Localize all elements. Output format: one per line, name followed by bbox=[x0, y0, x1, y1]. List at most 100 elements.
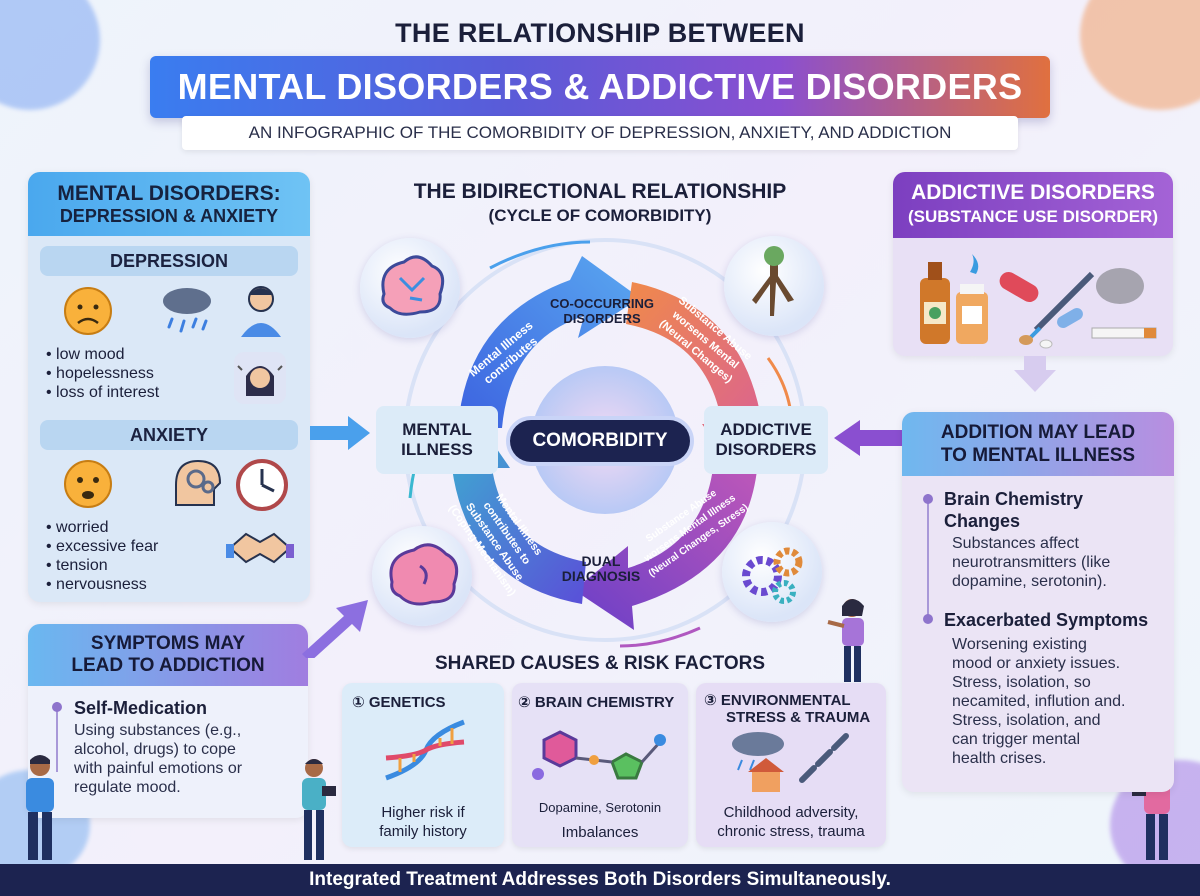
environment-description: Childhood adversity, chronic stress, tra… bbox=[696, 803, 886, 841]
head-gears-icon bbox=[175, 459, 222, 506]
text-line: mood or anxiety issues. bbox=[952, 655, 1121, 672]
symptoms-title: SYMPTOMS MAY LEAD TO ADDICTION bbox=[28, 624, 308, 686]
brain-chemistry-title: ② BRAIN CHEMISTRY bbox=[518, 694, 675, 711]
title-line: LEAD TO ADDICTION bbox=[71, 655, 265, 676]
molecule-icon bbox=[532, 730, 666, 780]
text-line: Childhood adversity, bbox=[723, 804, 859, 821]
exacerbated-symptoms-heading: Exacerbated Symptoms bbox=[944, 610, 1149, 630]
heading-line: Brain Chemistry bbox=[944, 489, 1084, 509]
title-line: ADDICTIVE DISORDERS bbox=[911, 181, 1155, 204]
text-line: Stress, isolation, and bbox=[952, 712, 1101, 729]
label-line: DISORDERS bbox=[715, 440, 817, 459]
title-line: ADDITION MAY LEAD bbox=[940, 422, 1136, 443]
shared-causes-title: SHARED CAUSES & RISK FACTORS bbox=[434, 653, 766, 674]
text-line: can trigger mental bbox=[952, 731, 1081, 748]
title-line: (SUBSTANCE USE DISORDER) bbox=[908, 207, 1158, 226]
list-item: nervousness bbox=[46, 575, 158, 594]
decor-blob bbox=[1080, 0, 1200, 110]
list-item: worried bbox=[46, 518, 158, 537]
header-subtitle: AN INFOGRAPHIC OF THE COMORBIDITY OF DEP… bbox=[182, 116, 1018, 150]
text-line: neurotransmitters (like bbox=[952, 554, 1111, 571]
genetics-card bbox=[342, 683, 504, 847]
cycle-title: THE BIDIRECTIONAL RELATIONSHIP (CYCLE OF… bbox=[340, 180, 860, 228]
arrow-down-icon bbox=[1014, 356, 1056, 392]
label-line: DUAL bbox=[581, 553, 621, 569]
self-medication-heading: Self-Medication bbox=[74, 698, 208, 718]
substances-icon bbox=[920, 254, 1157, 349]
title-line: TO MENTAL ILLNESS bbox=[940, 445, 1136, 466]
exacerbated-symptoms-body: Worsening existing mood or anxiety issue… bbox=[952, 635, 1125, 768]
sad-face-icon bbox=[64, 287, 112, 335]
title-line: STRESS & TRAUMA bbox=[726, 709, 871, 726]
list-item: loss of interest bbox=[46, 383, 159, 402]
title-line: THE BIDIRECTIONAL RELATIONSHIP bbox=[413, 180, 787, 203]
depression-symptoms-list: low mood hopelessness loss of interest bbox=[46, 345, 159, 402]
text-line: family history bbox=[379, 823, 467, 840]
timeline-dot bbox=[52, 702, 62, 712]
timeline-dot bbox=[923, 614, 933, 624]
text-line: health crises. bbox=[952, 750, 1047, 767]
text-line: Higher risk if bbox=[381, 804, 465, 821]
genetics-description: Higher risk if family history bbox=[342, 803, 504, 841]
label-line: ILLNESS bbox=[401, 440, 473, 459]
gears-icon bbox=[722, 522, 822, 622]
text-line: necamited, inflution and. bbox=[952, 693, 1126, 710]
list-item: excessive fear bbox=[46, 537, 158, 556]
anxious-face-icon bbox=[64, 460, 112, 508]
rain-cloud-icon bbox=[163, 288, 211, 333]
environment-card bbox=[696, 683, 886, 847]
sad-person-icon bbox=[241, 286, 281, 337]
label-line: CO-OCCURRING bbox=[550, 296, 654, 311]
brain-chemistry-heading: Brain Chemistry Changes bbox=[944, 488, 1083, 532]
depression-label: DEPRESSION bbox=[40, 246, 298, 276]
clock-icon bbox=[236, 459, 288, 511]
genetics-title: ① GENETICS bbox=[352, 694, 446, 711]
worried-woman-icon bbox=[234, 352, 286, 404]
brain-chemistry-card bbox=[512, 683, 688, 847]
arrow-left-icon bbox=[834, 420, 904, 456]
mental-illness-box: MENTAL ILLNESS bbox=[376, 406, 498, 474]
dual-diagnosis-label: DUAL DIAGNOSIS bbox=[546, 554, 656, 584]
imbalances-label: Imbalances bbox=[561, 824, 639, 841]
heading-line: Changes bbox=[944, 511, 1021, 531]
label-line: MENTAL bbox=[402, 420, 472, 439]
list-item: low mood bbox=[46, 345, 159, 364]
roots-icon bbox=[724, 236, 824, 336]
environment-title: ③ ENVIRONMENTAL STRESS & TRAUMA bbox=[704, 692, 870, 726]
timeline-line bbox=[56, 702, 58, 772]
title-line: DEPRESSION & ANXIETY bbox=[59, 205, 279, 226]
text-line: Substances affect bbox=[952, 535, 1079, 552]
label-line: DIAGNOSIS bbox=[561, 568, 641, 584]
footer-banner: Integrated Treatment Addresses Both Diso… bbox=[0, 864, 1200, 896]
person-illustration bbox=[302, 759, 336, 860]
anxiety-label: ANXIETY bbox=[40, 420, 298, 450]
title-line: SYMPTOMS MAY bbox=[90, 633, 246, 654]
person-illustration bbox=[827, 599, 864, 682]
storm-house-chain-icon bbox=[732, 732, 849, 792]
title-line: MENTAL DISORDERS: bbox=[57, 181, 281, 205]
addictive-disorders-title: ADDICTIVE DISORDERS (SUBSTANCE USE DISOR… bbox=[893, 172, 1173, 238]
addictive-disorders-box: ADDICTIVE DISORDERS bbox=[704, 406, 828, 474]
co-occurring-label: CO-OCCURRING DISORDERS bbox=[532, 296, 672, 326]
text-line: dopamine, serotonin). bbox=[952, 573, 1107, 590]
handshake-icon bbox=[226, 532, 294, 564]
text-line: Stress, isolation, so bbox=[952, 674, 1091, 691]
list-item: tension bbox=[46, 556, 158, 575]
text-line: Worsening existing bbox=[952, 636, 1087, 653]
header-kicker: THE RELATIONSHIP BETWEEN bbox=[395, 18, 805, 48]
mental-disorders-title: MENTAL DISORDERS: DEPRESSION & ANXIETY bbox=[28, 172, 310, 236]
arrow-right-icon bbox=[310, 416, 370, 450]
subtitle-line: (CYCLE OF COMORBIDITY) bbox=[488, 206, 712, 225]
label-line: DISORDERS bbox=[563, 311, 641, 326]
header-title: MENTAL DISORDERS & ADDICTIVE DISORDERS bbox=[150, 56, 1050, 118]
brain-icon bbox=[372, 526, 472, 626]
dna-icon bbox=[385, 719, 465, 781]
addiction-to-mental-illness-title: ADDITION MAY LEAD TO MENTAL ILLNESS bbox=[902, 412, 1174, 476]
list-item: hopelessness bbox=[46, 364, 159, 383]
brain-chemistry-body: Substances affect neurotransmitters (lik… bbox=[952, 534, 1110, 591]
text-line: Using substances (e.g., bbox=[74, 722, 242, 739]
person-illustration bbox=[26, 755, 54, 860]
text-line: alcohol, drugs) to cope bbox=[74, 741, 236, 758]
label-line: ADDICTIVE bbox=[720, 420, 812, 439]
self-medication-body: Using substances (e.g., alcohol, drugs) … bbox=[74, 721, 242, 797]
